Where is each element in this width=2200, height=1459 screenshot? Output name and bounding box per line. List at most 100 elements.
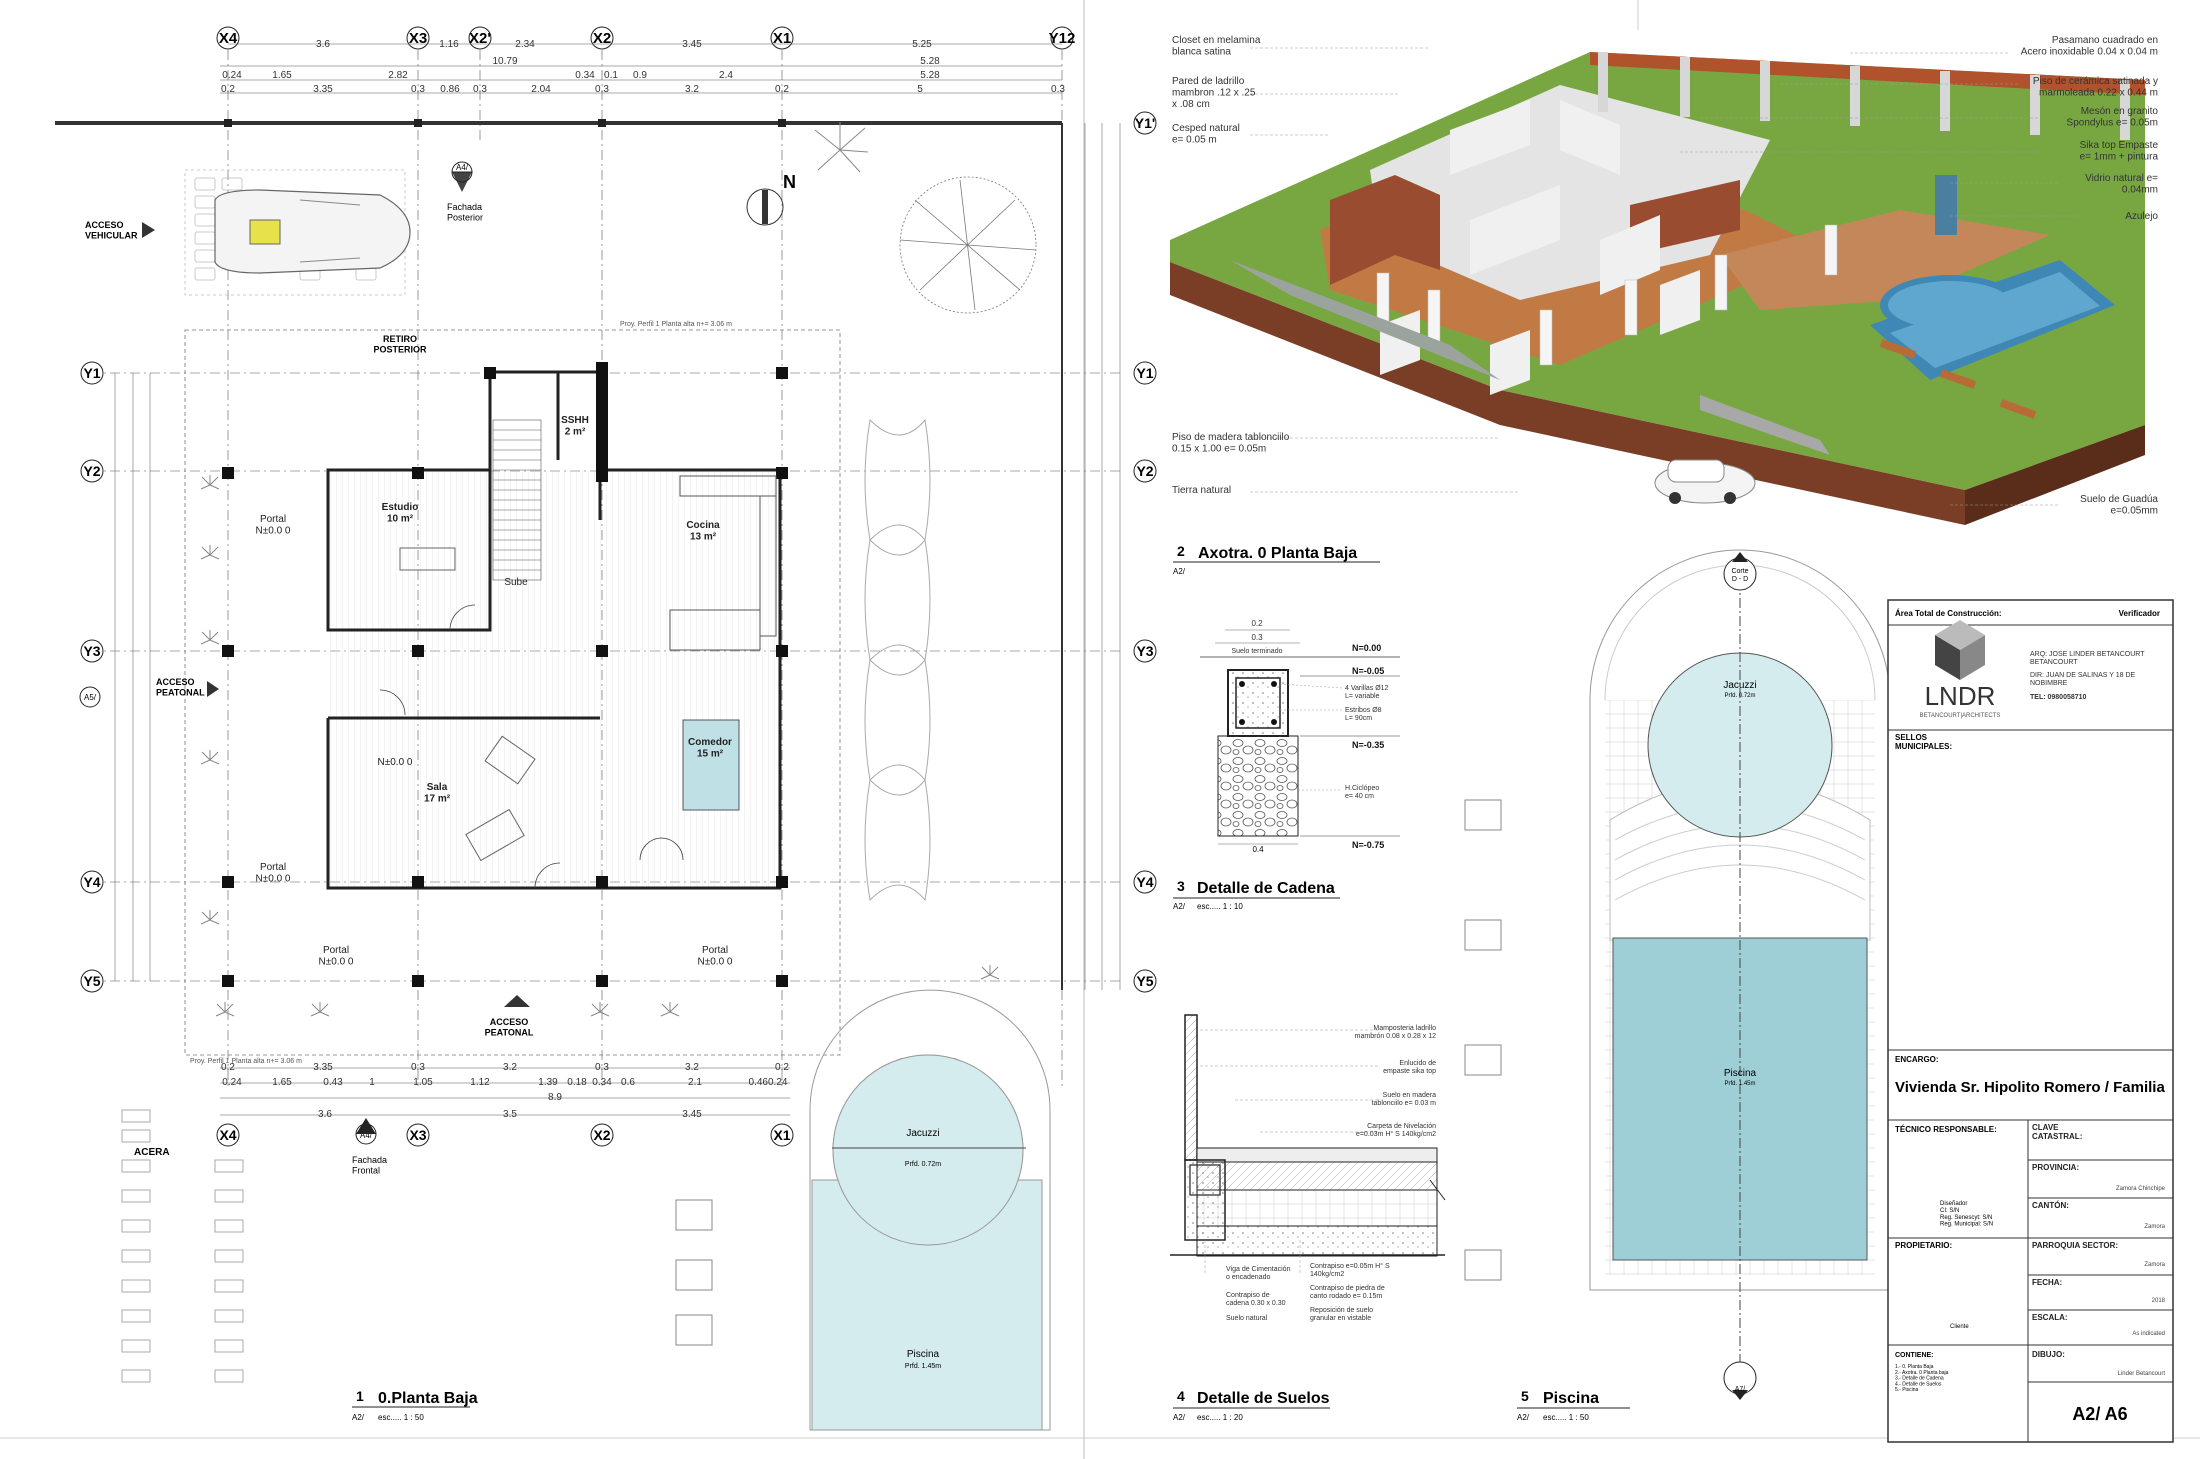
jacuzzi-plan-label: Jacuzzi <box>906 1128 939 1139</box>
detalle-cadena: 0.2 0.3 Suelo terminado N=0.00 N=-0.05 N… <box>1173 619 1400 911</box>
suelos-title: Detalle de Suelos <box>1197 1390 1330 1407</box>
svg-text:3.45: 3.45 <box>682 1109 702 1120</box>
palm-icon <box>814 122 869 173</box>
svg-text:3.35: 3.35 <box>313 1062 333 1073</box>
axo-title-block: 2 Axotra. 0 Planta Baja A2/ <box>1173 543 1380 576</box>
svg-text:1.05: 1.05 <box>413 1077 433 1088</box>
svg-text:3.2: 3.2 <box>503 1062 517 1073</box>
svg-text:0.6: 0.6 <box>621 1077 635 1088</box>
house-walls <box>222 362 788 987</box>
svg-text:5: 5 <box>1521 1388 1529 1404</box>
svg-text:Y5: Y5 <box>1136 973 1153 989</box>
grid-label: X3 <box>409 30 427 47</box>
svg-text:Y3: Y3 <box>1136 643 1153 659</box>
verificador-label: Verificador <box>2119 609 2160 618</box>
svg-text:LNDR: LNDR <box>1925 681 1996 711</box>
project-title: Vivienda Sr. Hipolito Romero / Familia <box>1895 1079 2165 1096</box>
svg-text:Y1: Y1 <box>1136 365 1153 381</box>
svg-text:Y5: Y5 <box>83 973 100 989</box>
sidewalk-pavers <box>121 1109 244 1383</box>
field-value: Linder Betancourt <box>2118 1371 2166 1377</box>
grid-label: X2 <box>593 30 611 47</box>
svg-text:A5/: A5/ <box>84 693 97 702</box>
area-total-label: Área Total de Construcción: <box>1895 609 2002 618</box>
plan-title-block: 1 0.Planta Baja A2/ esc..... 1 : 50 <box>352 1388 478 1422</box>
svg-text:Cliente: Cliente <box>1950 1324 1969 1330</box>
svg-text:A2/: A2/ <box>1173 902 1186 911</box>
svg-text:0.34: 0.34 <box>575 70 595 81</box>
svg-text:TÉCNICO RESPONSABLE:: TÉCNICO RESPONSABLE: <box>1895 1125 1997 1134</box>
svg-text:CONTIENE:: CONTIENE: <box>1895 1352 1934 1359</box>
svg-text:0.18: 0.18 <box>567 1077 587 1088</box>
pool-plan: Jacuzzi Prfd. 0.72m Piscina Prfd. 1.45m <box>809 989 1051 1431</box>
svg-text:0.4: 0.4 <box>1252 845 1264 854</box>
svg-text:1.16: 1.16 <box>439 39 459 50</box>
svg-text:X3: X3 <box>409 1127 426 1143</box>
svg-text:X4: X4 <box>219 1127 236 1143</box>
logo-icon: LNDR BETANCOURT|ARCHITECTS <box>1920 620 2000 719</box>
axo-label: Vidrio natural e=0.04mm <box>2085 173 2158 196</box>
cadena-title: Detalle de Cadena <box>1197 880 1335 897</box>
svg-text:3.6: 3.6 <box>316 39 330 50</box>
svg-text:2: 2 <box>1177 543 1185 559</box>
svg-text:3.5: 3.5 <box>503 1109 517 1120</box>
svg-text:1.65: 1.65 <box>272 70 292 81</box>
svg-text:Y4: Y4 <box>83 874 100 890</box>
svg-text:Prfd. 1.45m: Prfd. 1.45m <box>1724 1081 1755 1087</box>
svg-text:0.86: 0.86 <box>440 84 460 95</box>
svg-text:1.39: 1.39 <box>538 1077 558 1088</box>
svg-text:Y3: Y3 <box>83 643 100 659</box>
field-label: DIBUJO: <box>2032 1350 2065 1359</box>
svg-text:esc..... 1 : 10: esc..... 1 : 10 <box>1197 902 1243 911</box>
field-value: Zamora <box>2144 1224 2165 1230</box>
svg-text:3: 3 <box>1177 878 1185 894</box>
svg-text:A4/: A4/ <box>360 1131 373 1140</box>
svg-text:3.2: 3.2 <box>685 84 699 95</box>
svg-text:5.28: 5.28 <box>920 56 940 67</box>
svg-text:3.6: 3.6 <box>318 1109 332 1120</box>
svg-text:0.3: 0.3 <box>1251 633 1263 642</box>
svg-text:1: 1 <box>356 1388 364 1404</box>
piscina-title: Piscina <box>1543 1390 1599 1407</box>
svg-text:A4/: A4/ <box>456 163 469 172</box>
svg-text:Y2: Y2 <box>83 463 100 479</box>
field-value: Zamora <box>2144 1262 2165 1268</box>
north-arrow-icon: N <box>746 172 796 226</box>
field-value: As indicated <box>2132 1331 2165 1337</box>
axo-car-icon <box>1654 459 1756 504</box>
svg-text:0.2: 0.2 <box>775 84 789 95</box>
svg-text:2.04: 2.04 <box>531 84 551 95</box>
svg-text:3.35: 3.35 <box>313 84 333 95</box>
svg-text:Prfd. 0.72m: Prfd. 0.72m <box>905 1161 941 1168</box>
svg-text:0.2: 0.2 <box>221 84 235 95</box>
cadena-title-block: 3 Detalle de Cadena A2/ esc..... 1 : 10 <box>1173 878 1340 911</box>
stair-up-label: Sube <box>504 577 528 588</box>
